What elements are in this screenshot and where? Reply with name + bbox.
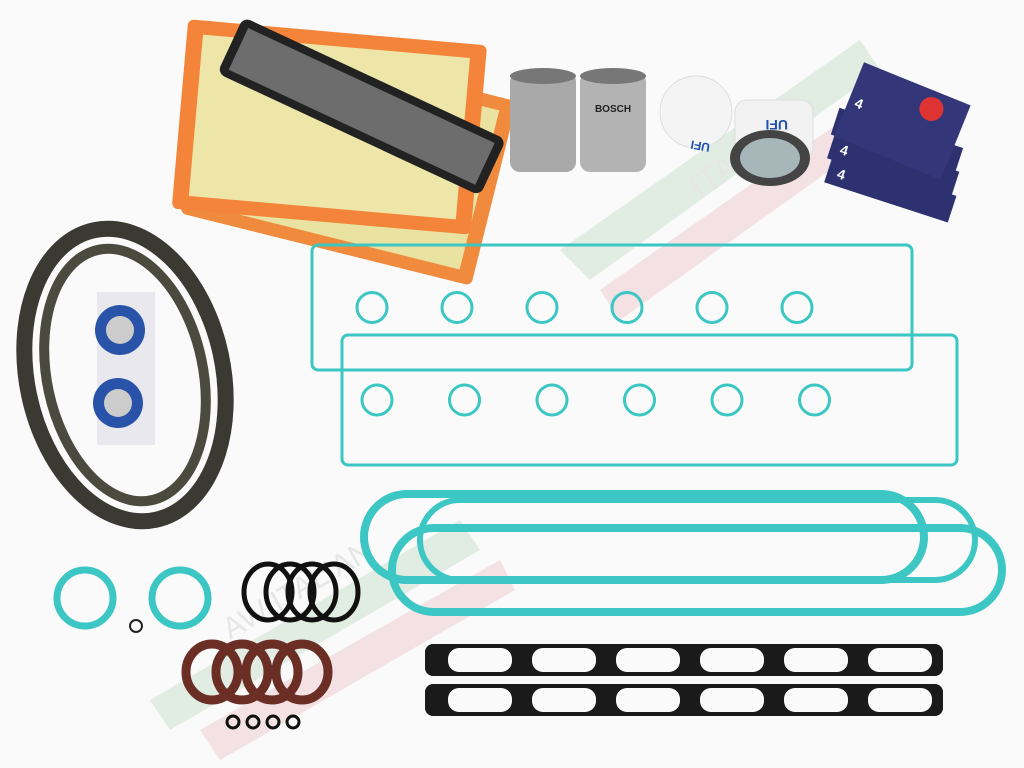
intake-port xyxy=(448,648,512,672)
seal xyxy=(271,639,333,705)
intake-port xyxy=(532,648,596,672)
cabin-filter-grille xyxy=(219,19,504,194)
intake-port xyxy=(784,688,848,712)
intake-port xyxy=(868,688,932,712)
valve-gasket-port xyxy=(798,383,831,417)
small-o-rings xyxy=(225,714,301,730)
intake-port xyxy=(700,648,764,672)
o-rings xyxy=(241,561,361,623)
ufi-label-1: UFI xyxy=(690,137,711,154)
ufi-label-2: UFI xyxy=(765,117,788,133)
oil-pan-gaskets xyxy=(360,490,1006,616)
valve-gasket-port xyxy=(440,291,474,324)
valve-gasket-frame xyxy=(340,333,959,467)
intake-manifold-gaskets xyxy=(425,644,943,716)
intake-port xyxy=(616,688,680,712)
timing-belt xyxy=(16,220,234,530)
small-ring xyxy=(285,714,301,730)
seal xyxy=(181,639,243,705)
valve-gasket-port xyxy=(610,291,644,324)
o-ring xyxy=(285,561,339,623)
valve-gasket-port xyxy=(448,383,481,417)
tensioner-pulleys xyxy=(93,292,155,445)
oil-filter: UFI UFI xyxy=(659,75,814,186)
intake-port xyxy=(448,688,512,712)
spark-plug-boxes: 4 4 4 4 xyxy=(824,62,971,223)
fuel-filter: BOSCH xyxy=(510,68,646,172)
intake-port xyxy=(700,688,764,712)
round-gaskets xyxy=(53,566,212,630)
valve-gasket-port xyxy=(525,291,559,324)
valve-gasket-port xyxy=(623,383,656,417)
valve-gasket-port xyxy=(710,383,744,417)
o-ring xyxy=(241,561,295,623)
valve-gasket-port xyxy=(780,291,814,324)
valve-gasket-frame xyxy=(310,243,914,372)
small-ring xyxy=(245,714,261,730)
intake-port xyxy=(868,648,932,672)
intake-port xyxy=(616,648,680,672)
valve-gasket-port xyxy=(355,291,389,324)
o-ring xyxy=(263,561,317,623)
valve-gasket-port xyxy=(535,383,569,417)
crank-seals xyxy=(181,639,333,705)
valve-cover-gaskets xyxy=(310,243,959,467)
small-ring xyxy=(265,714,281,730)
o-ring xyxy=(307,561,361,623)
seal xyxy=(241,639,303,705)
bosch-label: BOSCH xyxy=(595,104,631,115)
intake-port xyxy=(532,688,596,712)
intake-port xyxy=(784,648,848,672)
seal xyxy=(211,639,273,705)
small-ring xyxy=(225,714,241,730)
small-o-ring xyxy=(129,619,143,633)
valve-gasket-port xyxy=(695,291,729,324)
valve-gasket-port xyxy=(360,383,394,417)
